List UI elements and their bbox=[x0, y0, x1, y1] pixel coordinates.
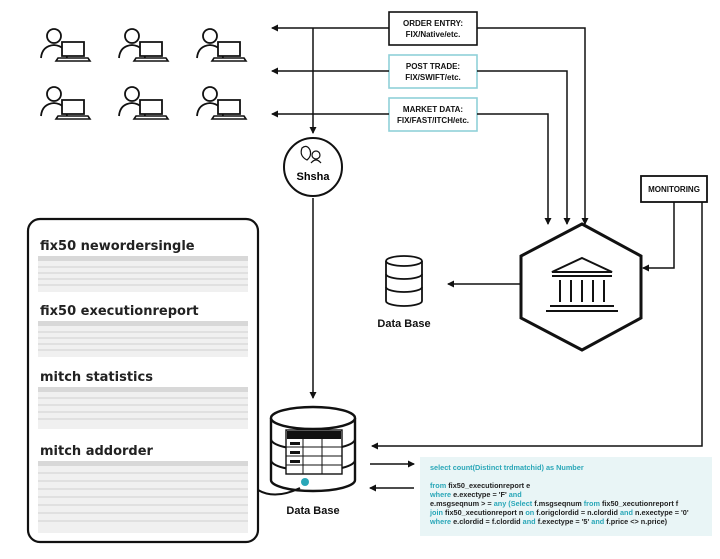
table-title: fix50 newordersingle bbox=[40, 239, 195, 254]
source-line1: MARKET DATA: bbox=[403, 105, 463, 114]
user-laptop-icon bbox=[196, 86, 247, 120]
table-title: mitch addorder bbox=[40, 444, 154, 459]
user-workstations bbox=[40, 28, 247, 120]
table-grid-icon bbox=[285, 429, 343, 486]
query-line: where e.clordid = f.clordid and f.execty… bbox=[429, 517, 668, 526]
table-preview bbox=[38, 461, 248, 533]
user-laptop-icon bbox=[196, 28, 247, 62]
tables-panel: fix50 newordersingle fix50 executionrepo… bbox=[26, 217, 301, 544]
user-laptop-icon bbox=[118, 28, 169, 62]
user-laptop-icon bbox=[118, 86, 169, 120]
connector-lines bbox=[271, 24, 703, 492]
exchange-building-icon bbox=[546, 256, 618, 312]
query-line: from fix50_executionreport e bbox=[430, 481, 530, 490]
database-top-label: Data Base bbox=[377, 318, 430, 330]
sql-query-box: select count(Distinct trdmatchid) as Num… bbox=[420, 457, 712, 536]
source-post-trade: POST TRADE: FIX/SWIFT/etc. bbox=[388, 54, 478, 89]
table-title: mitch statistics bbox=[40, 370, 153, 385]
source-order-entry: ORDER ENTRY: FIX/Native/etc. bbox=[388, 11, 478, 46]
source-line2: FIX/FAST/ITCH/etc. bbox=[397, 116, 469, 125]
exchange-node bbox=[519, 222, 643, 352]
monitoring-box: MONITORING bbox=[640, 175, 708, 203]
database-bottom: Data Base bbox=[269, 405, 357, 517]
table-preview bbox=[38, 387, 248, 429]
source-market-data: MARKET DATA: FIX/FAST/ITCH/etc. bbox=[388, 97, 478, 132]
user-laptop-icon bbox=[40, 86, 91, 120]
query-line: select count(Distinct trdmatchid) as Num… bbox=[430, 463, 584, 472]
source-line2: FIX/SWIFT/etc. bbox=[405, 73, 461, 82]
source-line2: FIX/Native/etc. bbox=[406, 30, 461, 39]
table-preview bbox=[38, 321, 248, 357]
table-title: fix50 executionreport bbox=[40, 304, 199, 319]
source-line1: POST TRADE: bbox=[406, 62, 460, 71]
source-line1: ORDER ENTRY: bbox=[403, 19, 463, 28]
query-line: join fix50_xecutionreport n on f.origclo… bbox=[429, 508, 689, 517]
query-line: e.msgseqnum > = any (Select f.msgseqnum … bbox=[430, 499, 679, 508]
user-laptop-icon bbox=[40, 28, 91, 62]
database-icon bbox=[385, 255, 423, 307]
database-bottom-label: Data Base bbox=[286, 505, 339, 517]
squirrel-icon bbox=[300, 145, 322, 164]
query-line: where e.exectype = 'F' and bbox=[429, 490, 522, 499]
shsha-node: Shsha bbox=[283, 137, 343, 197]
database-top: Data Base bbox=[377, 255, 431, 330]
shsha-label: Shsha bbox=[296, 171, 330, 183]
monitoring-label: MONITORING bbox=[648, 185, 700, 194]
table-preview bbox=[38, 256, 248, 292]
